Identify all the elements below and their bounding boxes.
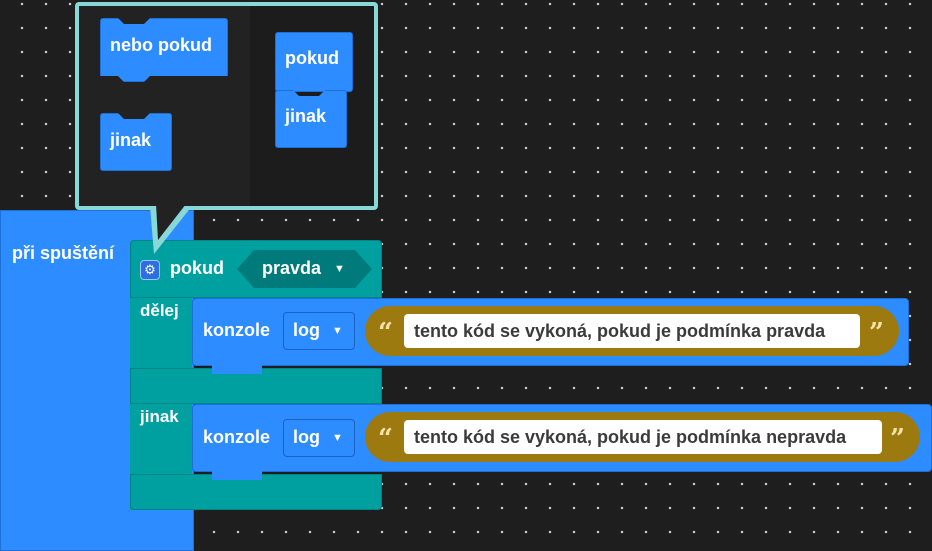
mutator-palette-else-block[interactable]	[100, 113, 172, 171]
boolean-dropdown[interactable]	[237, 250, 372, 288]
log-method-value: log	[293, 427, 320, 447]
caret-down-icon[interactable]: ▼	[334, 263, 345, 275]
string-text-field[interactable]: tento kód se vykoná, pokud je podmínka p…	[404, 314, 860, 348]
block-connector	[212, 470, 262, 480]
close-quote-icon: ”	[869, 318, 884, 348]
caret-down-icon[interactable]: ▼	[332, 325, 343, 337]
do-label: dělej	[140, 301, 179, 320]
mutator-workspace-if-block[interactable]	[275, 32, 353, 92]
console-keyword: konzole	[203, 427, 271, 447]
block-connector	[212, 364, 262, 374]
mutator-workspace-else-block[interactable]	[275, 90, 347, 148]
mutator-workspace-else-label: jinak	[285, 106, 327, 126]
open-quote-icon: “	[378, 424, 393, 454]
gear-icon[interactable]: ⚙	[140, 260, 160, 280]
start-event-label: při spuštění	[12, 243, 115, 263]
if-block-footer[interactable]	[130, 474, 382, 510]
open-quote-icon: “	[378, 318, 393, 348]
mutator-palette-else-label: jinak	[110, 130, 152, 150]
log-method-dropdown[interactable]	[283, 312, 355, 350]
console-keyword: konzole	[203, 320, 271, 340]
string-text-field[interactable]: tento kód se vykoná, pokud je podmínka n…	[404, 420, 882, 454]
if-block-else-section[interactable]	[130, 368, 382, 404]
close-quote-icon: ”	[890, 424, 905, 454]
else-label: jinak	[140, 407, 179, 426]
mutator-palette-else-if-label: nebo pokud	[110, 35, 212, 55]
mutator-workspace-if-label: pokud	[285, 48, 339, 68]
log-method-dropdown[interactable]	[283, 419, 355, 457]
caret-down-icon[interactable]: ▼	[332, 432, 343, 444]
log-method-value: log	[293, 320, 320, 340]
if-keyword: pokud	[170, 258, 224, 278]
boolean-value: pravda	[262, 258, 322, 278]
